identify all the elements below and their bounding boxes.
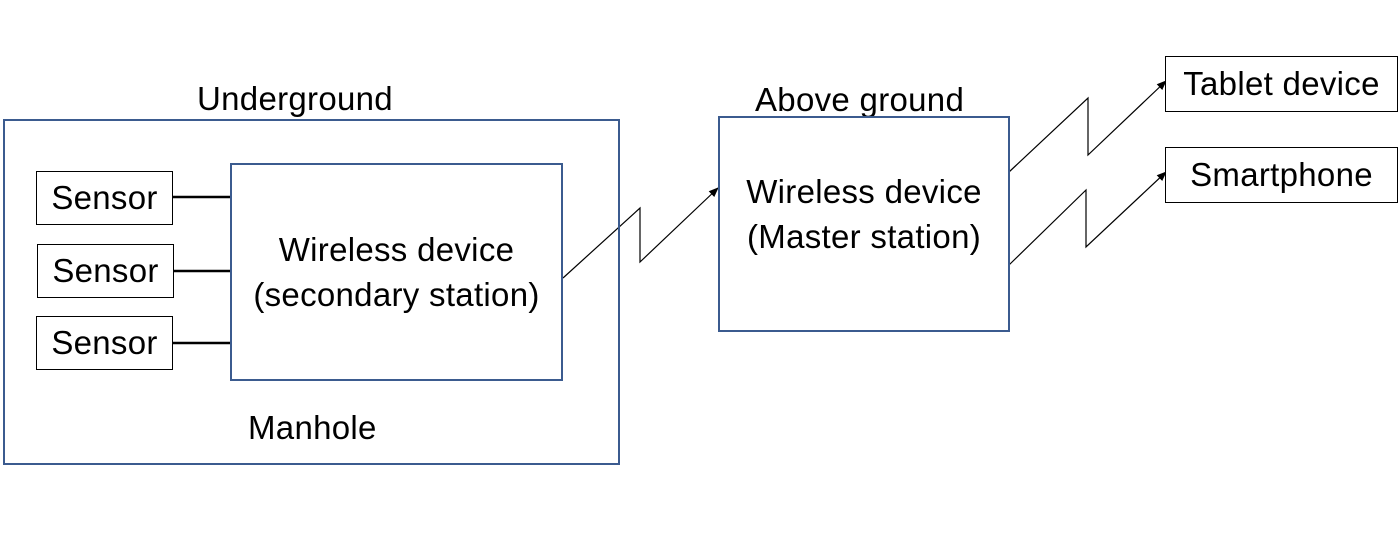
sensor-label: Sensor [52,252,159,289]
above-ground-label: Above ground [755,81,965,118]
manhole-label: Manhole [248,409,377,446]
smartphone-label: Smartphone [1190,156,1373,193]
sensor-label: Sensor [51,324,158,361]
tablet-device-node: Tablet device [1165,56,1398,112]
sensor-node: Sensor [37,244,174,298]
wireless-link-master-to-smartphone [1008,171,1167,266]
wireless-link-master-to-tablet [1008,80,1167,173]
wireless-link-secondary-to-master [562,187,719,279]
smartphone-node: Smartphone [1165,147,1398,203]
tablet-device-label: Tablet device [1183,65,1380,102]
master-station-line2: (Master station) [746,218,982,255]
secondary-station-line2: (secondary station) [253,276,540,313]
master-station-line1: Wireless device [746,173,982,210]
secondary-station-device [230,163,563,381]
master-station-device [718,116,1010,332]
sensor-node: Sensor [36,316,173,370]
manhole-zone [3,119,620,465]
secondary-station-line1: Wireless device [278,231,515,268]
master-station-text: Wireless device (Master station) [718,164,1010,264]
underground-label: Underground [197,80,393,117]
sensor-label: Sensor [51,179,158,216]
sensor-node: Sensor [36,171,173,225]
secondary-station-text: Wireless device (secondary station) [230,163,563,381]
